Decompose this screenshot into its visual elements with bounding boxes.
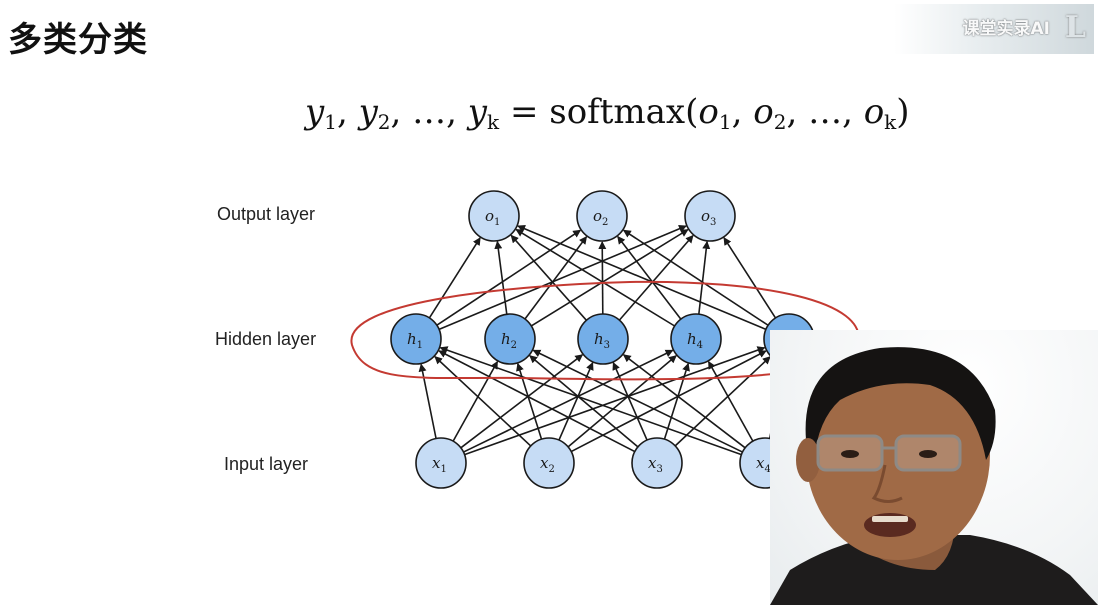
connection-arrow bbox=[418, 363, 437, 439]
hidden-node-h2: h2 bbox=[484, 313, 536, 365]
input-node-x1: x1 bbox=[415, 437, 467, 489]
output-node-circle bbox=[468, 190, 520, 242]
connection-arrow bbox=[439, 346, 742, 456]
connection-arrow bbox=[570, 350, 767, 453]
formula-y2: y bbox=[358, 92, 378, 132]
formula-comma: , bbox=[786, 92, 809, 132]
connection-arrow bbox=[434, 356, 532, 447]
connection-arrow bbox=[622, 229, 769, 326]
output-node-o3: o3 bbox=[684, 190, 736, 242]
output-node-label: o2 bbox=[593, 207, 608, 228]
connection-arrow bbox=[622, 354, 746, 449]
hidden-node-circle bbox=[390, 313, 442, 365]
formula-yk-sub: k bbox=[487, 110, 500, 134]
input-node-label: x2 bbox=[540, 454, 555, 475]
formula-ok: o bbox=[863, 92, 885, 132]
hidden-node-circle bbox=[670, 313, 722, 365]
watermark-logo: L bbox=[1064, 10, 1086, 45]
input-node-x2: x2 bbox=[523, 437, 575, 489]
formula-paren-open: ( bbox=[685, 92, 699, 132]
input-node-label: x4 bbox=[756, 454, 771, 475]
hidden-layer-label: Hidden layer bbox=[215, 329, 317, 349]
formula-o1: o bbox=[698, 92, 719, 132]
formula-yk: y bbox=[467, 92, 487, 132]
hidden-node-circle bbox=[484, 313, 536, 365]
output-node-o2: o2 bbox=[576, 190, 628, 242]
input-node-circle bbox=[523, 437, 575, 489]
hidden-node-h1: h1 bbox=[390, 313, 442, 365]
output-node-label: o3 bbox=[701, 207, 716, 228]
connection-arrow bbox=[598, 240, 607, 315]
connection-arrow bbox=[438, 350, 636, 453]
watermark: 课堂实录AI L bbox=[894, 4, 1094, 54]
formula-y1: y bbox=[305, 92, 325, 132]
formula-y1-sub: 1 bbox=[324, 110, 337, 134]
hidden-node-h3: h3 bbox=[577, 313, 629, 365]
hidden-node-label: h1 bbox=[407, 330, 423, 351]
connection-arrow bbox=[463, 349, 674, 453]
connection-arrow bbox=[530, 228, 689, 327]
softmax-formula: y1, y2, …, yk = softmax(o1, o2, …, ok) bbox=[305, 92, 910, 132]
connection-arrow bbox=[460, 354, 584, 449]
connection-arrow bbox=[517, 225, 767, 331]
connection-arrow bbox=[436, 229, 582, 326]
formula-comma: , bbox=[731, 92, 754, 132]
formula-ellipsis: … bbox=[412, 92, 447, 132]
formula-o1-sub: 1 bbox=[718, 110, 732, 134]
hidden-node-label: h3 bbox=[594, 330, 610, 351]
output-layer-label: Output layer bbox=[217, 204, 316, 224]
connection-arrow bbox=[707, 360, 754, 442]
connection-arrow bbox=[663, 362, 690, 440]
network-nodes: o1o2o3h1h2h3h4h5x1x2x3x4 bbox=[390, 190, 815, 489]
connection-edges bbox=[418, 225, 787, 456]
connection-arrow bbox=[510, 234, 588, 321]
connection-arrow bbox=[452, 360, 499, 442]
connection-arrow bbox=[567, 355, 677, 448]
connection-arrow bbox=[612, 361, 648, 441]
output-node-circle bbox=[684, 190, 736, 242]
formula-comma: , bbox=[842, 92, 864, 132]
connection-arrow bbox=[524, 236, 588, 320]
slide-title: 多类分类 bbox=[8, 20, 148, 60]
hidden-node-label: h4 bbox=[687, 330, 703, 351]
hidden-node-circle bbox=[577, 313, 629, 365]
connection-arrow bbox=[723, 237, 777, 319]
formula-ok-sub: k bbox=[884, 110, 897, 134]
input-node-circle bbox=[415, 437, 467, 489]
formula-ellipsis: … bbox=[808, 92, 843, 132]
input-node-circle bbox=[631, 437, 683, 489]
connection-arrow bbox=[618, 234, 694, 321]
connection-arrow bbox=[617, 235, 682, 320]
formula-equals: = bbox=[509, 92, 539, 132]
connection-arrow bbox=[674, 356, 771, 447]
connection-arrow bbox=[529, 355, 639, 448]
output-node-o1: o1 bbox=[468, 190, 520, 242]
output-node-label: o1 bbox=[485, 207, 500, 228]
formula-o2-sub: 2 bbox=[773, 110, 787, 134]
formula-o2: o bbox=[753, 92, 774, 132]
output-node-circle bbox=[576, 190, 628, 242]
formula-comma: , bbox=[336, 92, 359, 132]
connection-arrow bbox=[532, 349, 743, 453]
connection-arrow bbox=[515, 228, 676, 327]
formula-paren-close: ) bbox=[896, 92, 910, 132]
input-node-label: x1 bbox=[432, 454, 447, 475]
input-node-label: x3 bbox=[648, 454, 663, 475]
hidden-node-h4: h4 bbox=[670, 313, 722, 365]
formula-comma: , bbox=[390, 92, 413, 132]
input-node-x3: x3 bbox=[631, 437, 683, 489]
connection-arrow bbox=[428, 237, 481, 319]
formula-func: softmax bbox=[549, 92, 686, 132]
input-layer-label: Input layer bbox=[224, 454, 309, 474]
connection-arrow bbox=[558, 361, 594, 441]
presenter-video-overlay bbox=[770, 330, 1098, 605]
connection-arrow bbox=[494, 240, 508, 315]
hidden-node-label: h2 bbox=[501, 330, 517, 351]
watermark-text: 课堂实录AI bbox=[962, 19, 1050, 39]
formula-comma: , bbox=[446, 92, 468, 132]
formula-y2-sub: 2 bbox=[377, 110, 391, 134]
